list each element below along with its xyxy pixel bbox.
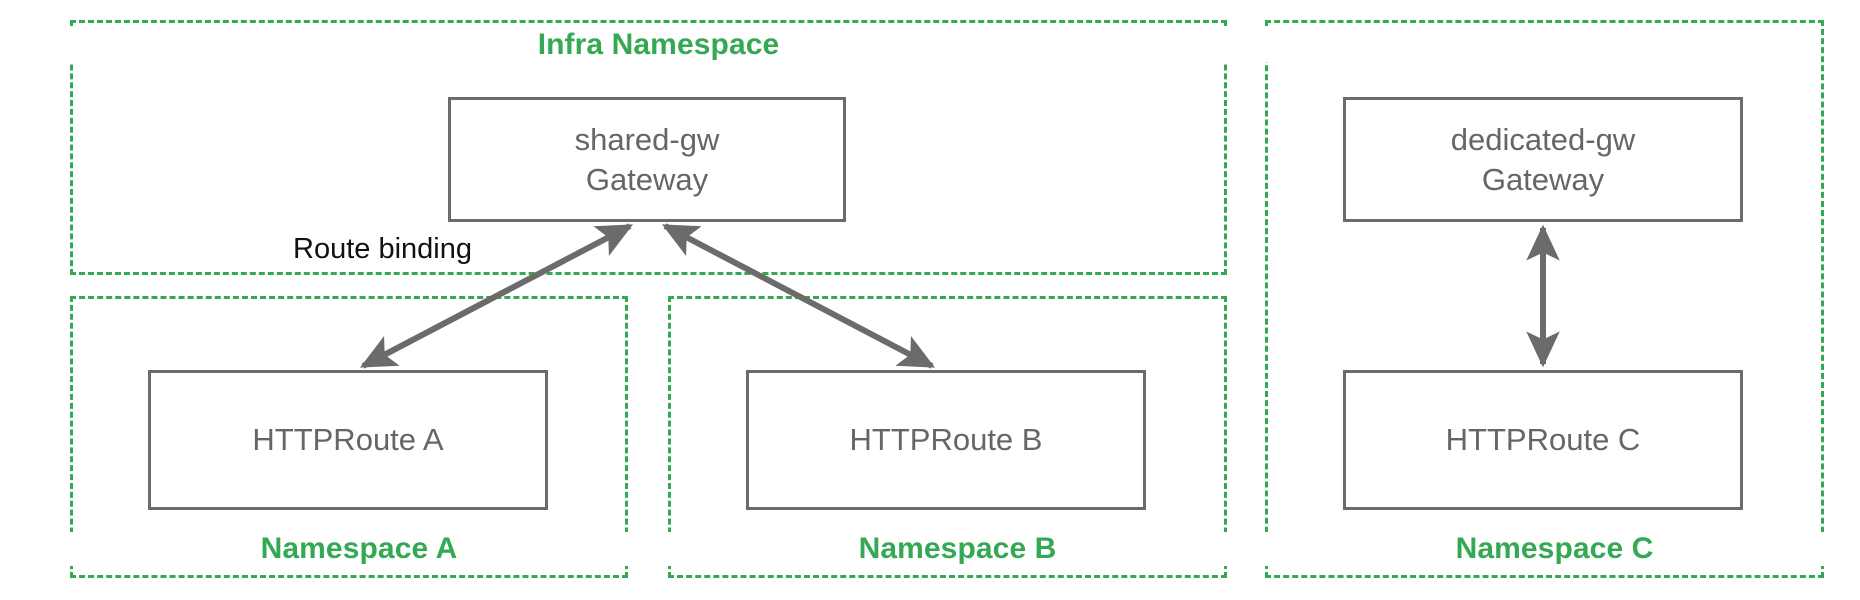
connector-shared-gw-to-route-b xyxy=(661,223,936,369)
resource-box-route-c[interactable]: HTTPRoute C xyxy=(1343,370,1743,510)
resource-box-dedicated-gw[interactable]: dedicated-gw Gateway xyxy=(1343,97,1743,222)
namespace-container-a xyxy=(70,296,628,578)
resource-box-dedicated-gw-text: dedicated-gw Gateway xyxy=(1451,120,1635,199)
namespace-container-b xyxy=(668,296,1227,578)
resource-box-shared-gw[interactable]: shared-gw Gateway xyxy=(448,97,846,222)
resource-kind: Gateway xyxy=(585,161,709,197)
resource-box-route-b[interactable]: HTTPRoute B xyxy=(746,370,1146,510)
namespace-label-a: Namespace A xyxy=(70,532,648,566)
namespace-container-c xyxy=(1265,20,1824,578)
resource-kind: Gateway xyxy=(1481,161,1605,197)
resource-name: dedicated-gw xyxy=(1450,121,1636,157)
resource-name: shared-gw xyxy=(574,121,720,157)
connector-shared-gw-to-route-a xyxy=(359,223,634,369)
namespace-label-c: Namespace C xyxy=(1265,532,1844,566)
resource-box-route-a[interactable]: HTTPRoute A xyxy=(148,370,548,510)
namespace-container-infra xyxy=(70,20,1227,275)
resource-name: HTTPRoute C xyxy=(1445,422,1641,458)
namespace-label-infra: Infra Namespace xyxy=(0,28,1317,62)
namespace-label-b: Namespace B xyxy=(668,532,1247,566)
resource-name: HTTPRoute A xyxy=(252,422,444,458)
resource-name: HTTPRoute B xyxy=(849,422,1043,458)
edge-label-route-binding: Route binding xyxy=(293,233,472,265)
resource-box-shared-gw-text: shared-gw Gateway xyxy=(575,120,720,199)
